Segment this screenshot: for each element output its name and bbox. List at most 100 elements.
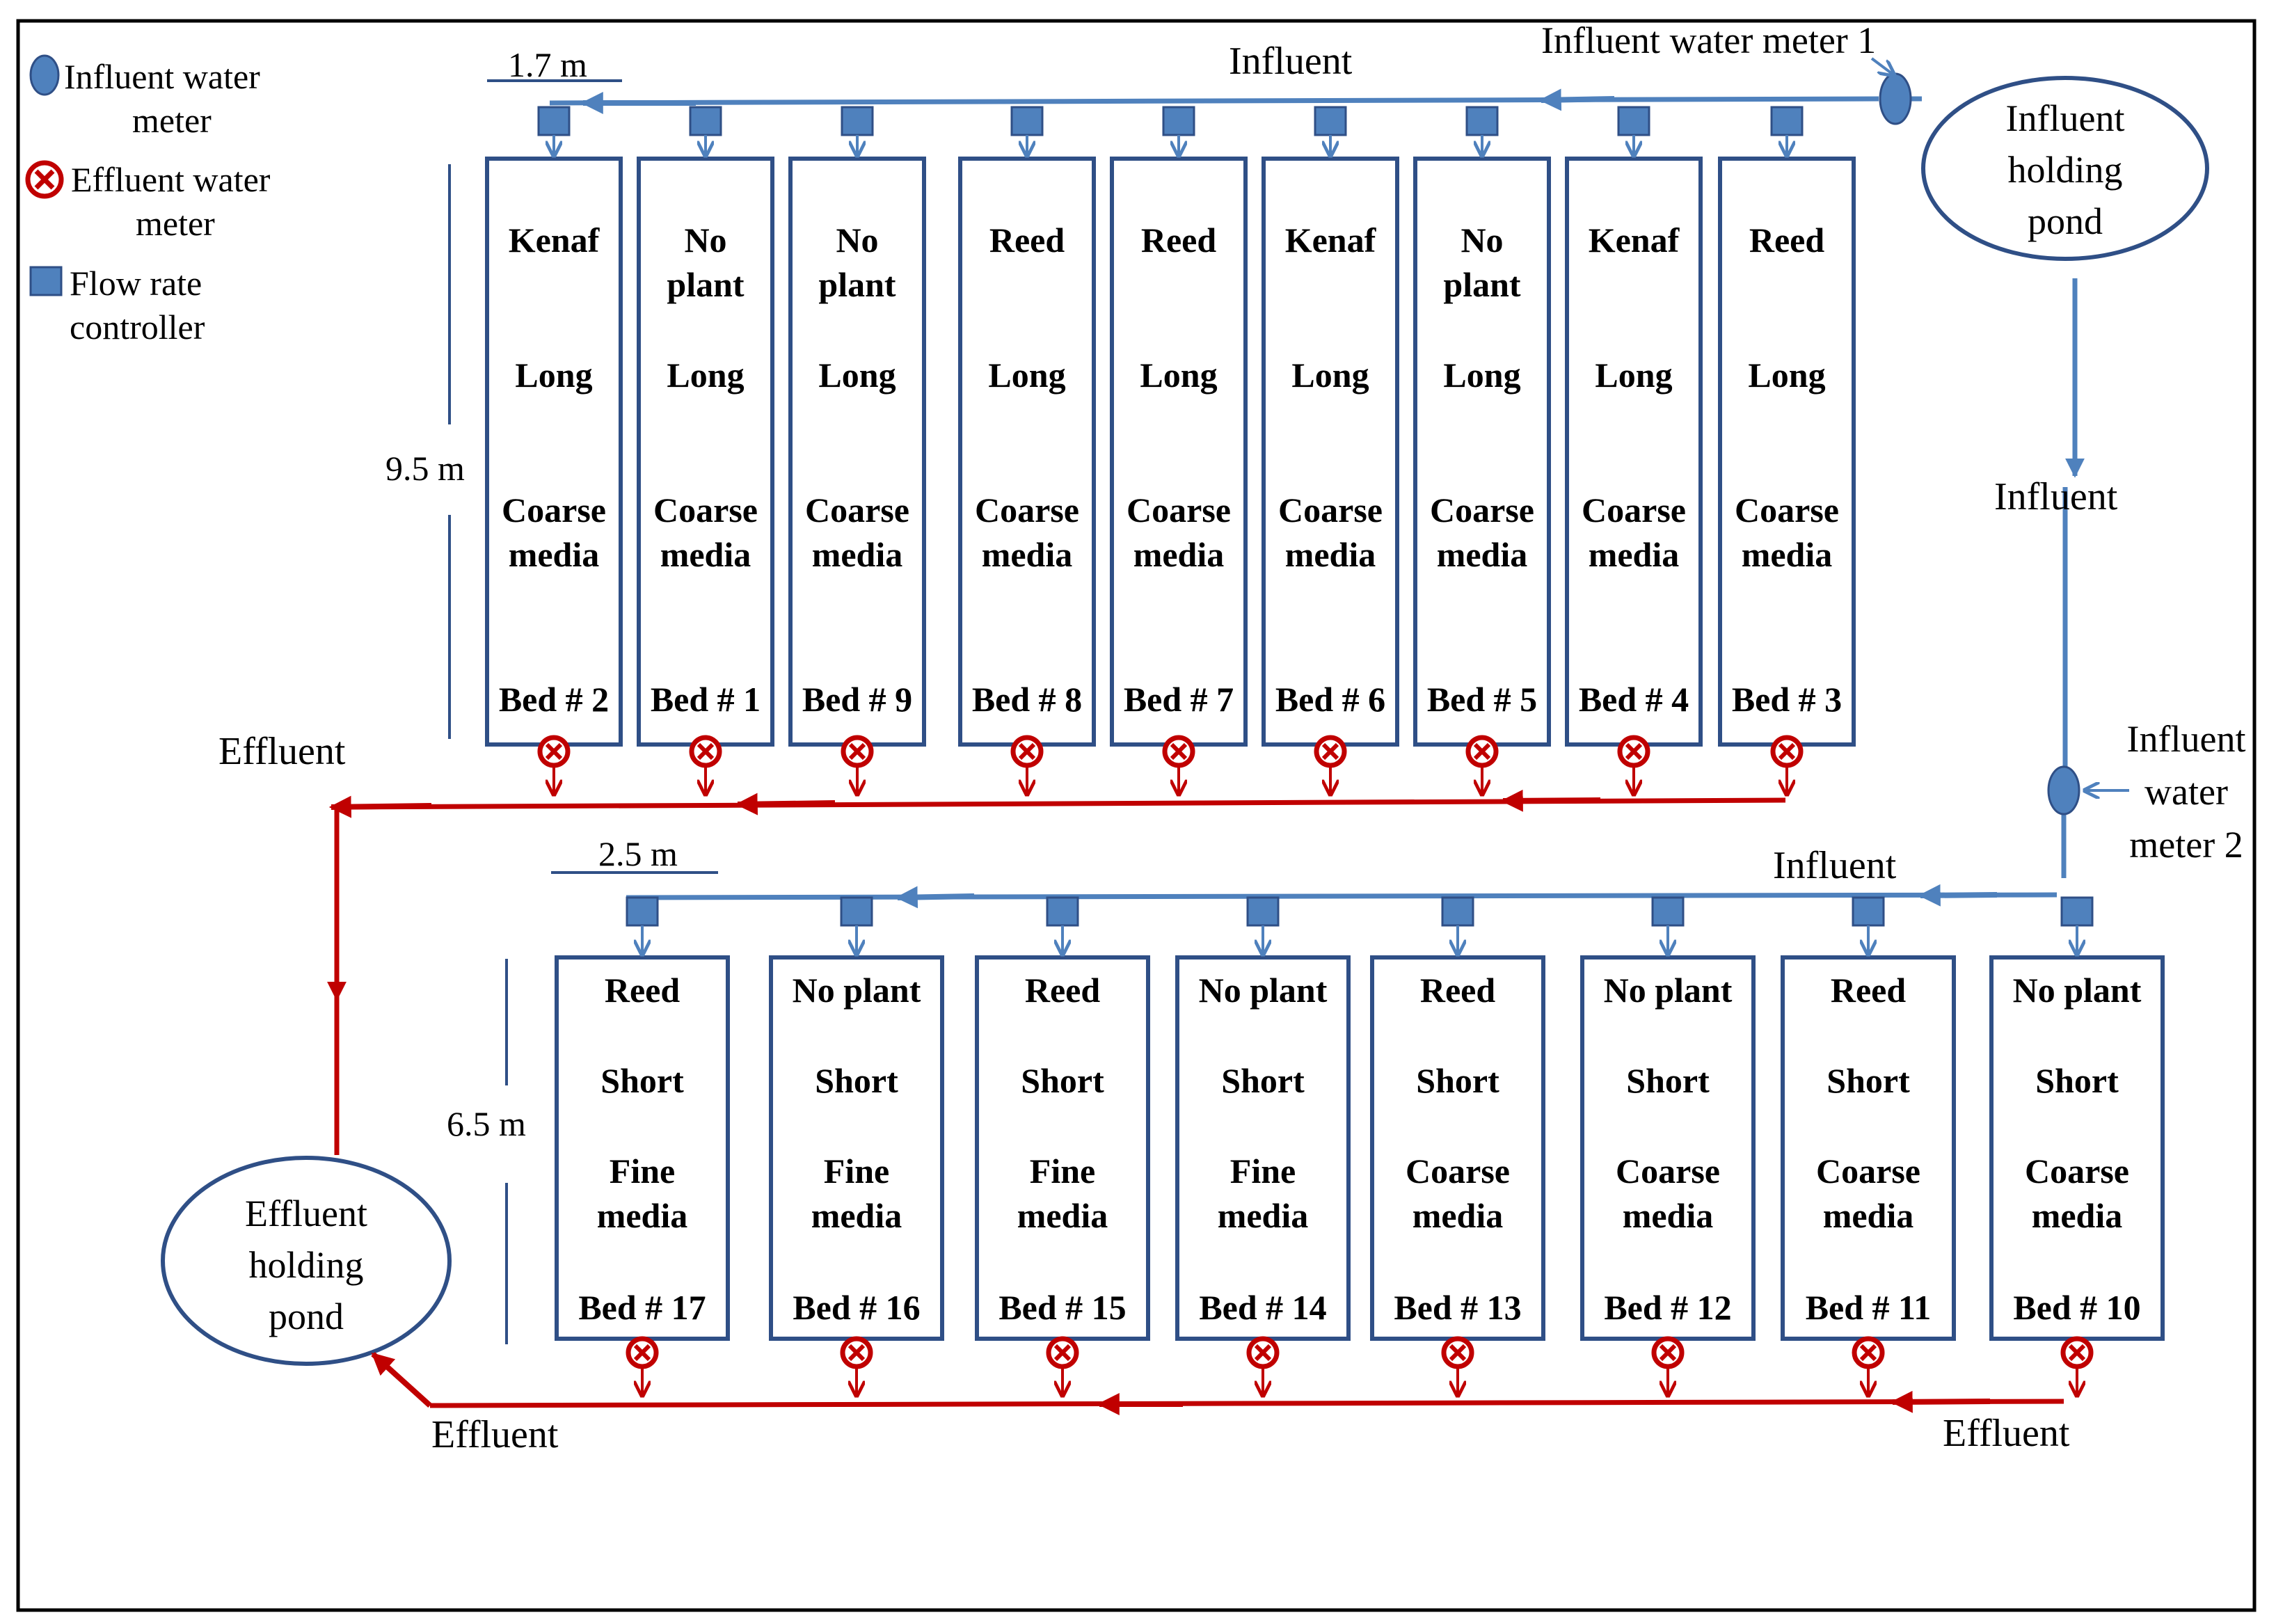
influent-meter-2-line3: meter 2 xyxy=(2129,824,2243,866)
bed-length-label: Long xyxy=(1140,356,1217,395)
bed-media-label: Coarse xyxy=(1127,491,1231,530)
bed-length-label: Short xyxy=(2035,1061,2119,1100)
bed-media-label: media xyxy=(1412,1196,1504,1235)
bed-media-label: Coarse xyxy=(502,491,606,530)
bed-number-label: Bed # 6 xyxy=(1275,680,1385,719)
bed-media-label: Fine xyxy=(610,1152,675,1191)
bed-outline xyxy=(1989,955,2165,1341)
bed-media-label: Coarse xyxy=(1816,1152,1920,1191)
bed-number-label: Bed # 17 xyxy=(578,1288,706,1327)
bed-length-label: Short xyxy=(600,1061,684,1100)
effluent-meter-icon xyxy=(1617,735,1650,768)
top-influent-pipe xyxy=(549,88,1922,114)
bed-plant-label: Kenaf xyxy=(1589,221,1680,260)
flow-controller-legend-icon xyxy=(29,266,63,296)
effluent-pond-line3: pond xyxy=(269,1296,344,1337)
bed-outline xyxy=(485,157,623,747)
bed-media-label: media xyxy=(982,535,1073,574)
bed-length-label: Long xyxy=(515,356,592,395)
legend-effluent-meter-line2: meter xyxy=(136,204,215,243)
bed-outline xyxy=(1781,955,1956,1341)
bed-plant-label: Reed xyxy=(989,221,1065,260)
bed-length-label: Long xyxy=(988,356,1065,395)
bed-plant-label: No plant xyxy=(1604,971,1733,1010)
influent-pond-line2: holding xyxy=(2007,149,2122,191)
bed-plant-label: No plant xyxy=(793,971,921,1010)
bed-length-label: Short xyxy=(1021,1061,1104,1100)
bed-outline xyxy=(1580,955,1756,1341)
effluent-meter-icon xyxy=(1441,1336,1474,1369)
right-influent-label: Influent xyxy=(1994,475,2118,518)
bottom-effluent-pipe xyxy=(371,1352,2064,1415)
effluent-meter-icon xyxy=(1314,735,1347,768)
effluent-meter-icon xyxy=(841,735,874,768)
bed-media-label: media xyxy=(660,535,751,574)
bed-length-label: Long xyxy=(1291,356,1369,395)
bed-plant-label: No xyxy=(836,221,878,260)
bed-media-label: Coarse xyxy=(2025,1152,2129,1191)
flow-rate-controller-icon xyxy=(1617,106,1650,136)
bed-media-label: Fine xyxy=(1030,1152,1095,1191)
bed-plant-label: plant xyxy=(667,265,745,304)
bed-media-label: Coarse xyxy=(975,491,1079,530)
bed-length-label: Short xyxy=(1626,1061,1710,1100)
bottom-influent-label: Influent xyxy=(1773,844,1897,887)
effluent-meter-icon xyxy=(626,1336,659,1369)
bed-length-label: Long xyxy=(667,356,744,395)
bed-media-label: media xyxy=(597,1196,688,1235)
effluent-meter-icon xyxy=(537,735,571,768)
bed-number-label: Bed # 8 xyxy=(972,680,1082,719)
flow-rate-controller-icon xyxy=(1465,106,1499,136)
bed-plant-label: Reed xyxy=(1831,971,1906,1010)
bed-media-label: media xyxy=(1823,1196,1914,1235)
bed-length-label: Long xyxy=(818,356,896,395)
bed-plant-label: Reed xyxy=(1749,221,1824,260)
bed-length-label: Short xyxy=(1827,1061,1910,1100)
bed-length-label: Long xyxy=(1443,356,1520,395)
bed-media-label: Coarse xyxy=(1430,491,1534,530)
effluent-meter-icon xyxy=(1852,1336,1885,1369)
bottom-effluent-left-label: Effluent xyxy=(431,1413,559,1456)
right-influent-riser xyxy=(2061,278,2085,878)
bed-length-label: Short xyxy=(1416,1061,1499,1100)
bed-number-label: Bed # 9 xyxy=(802,680,912,719)
dim-bottom-width-label: 2.5 m xyxy=(598,834,678,873)
bed-media-label: media xyxy=(1589,535,1680,574)
effluent-meter-icon xyxy=(1770,735,1804,768)
flow-rate-controller-icon xyxy=(2060,896,2094,927)
influent-meter-legend-icon xyxy=(29,54,60,96)
flow-rate-controller-icon xyxy=(1441,896,1474,927)
bed-media-label: media xyxy=(2032,1196,2123,1235)
bed-plant-label: Reed xyxy=(1141,221,1216,260)
influent-meter-1-label: Influent water meter 1 xyxy=(1541,19,1876,61)
legend-flow-controller-line1: Flow rate xyxy=(70,264,202,303)
bed-plant-label: plant xyxy=(818,265,896,304)
bed-media-label: Coarse xyxy=(1582,491,1686,530)
bed-length-label: Long xyxy=(1748,356,1825,395)
flow-rate-controller-icon xyxy=(1162,106,1195,136)
bed-number-label: Bed # 3 xyxy=(1732,680,1842,719)
effluent-meter-icon xyxy=(1010,735,1044,768)
influent-meter-1-pointer xyxy=(1870,57,1894,75)
bed-media-label: media xyxy=(1623,1196,1714,1235)
effluent-meter-icon xyxy=(1162,735,1195,768)
dim-top-length: 9.5 m xyxy=(385,164,465,739)
